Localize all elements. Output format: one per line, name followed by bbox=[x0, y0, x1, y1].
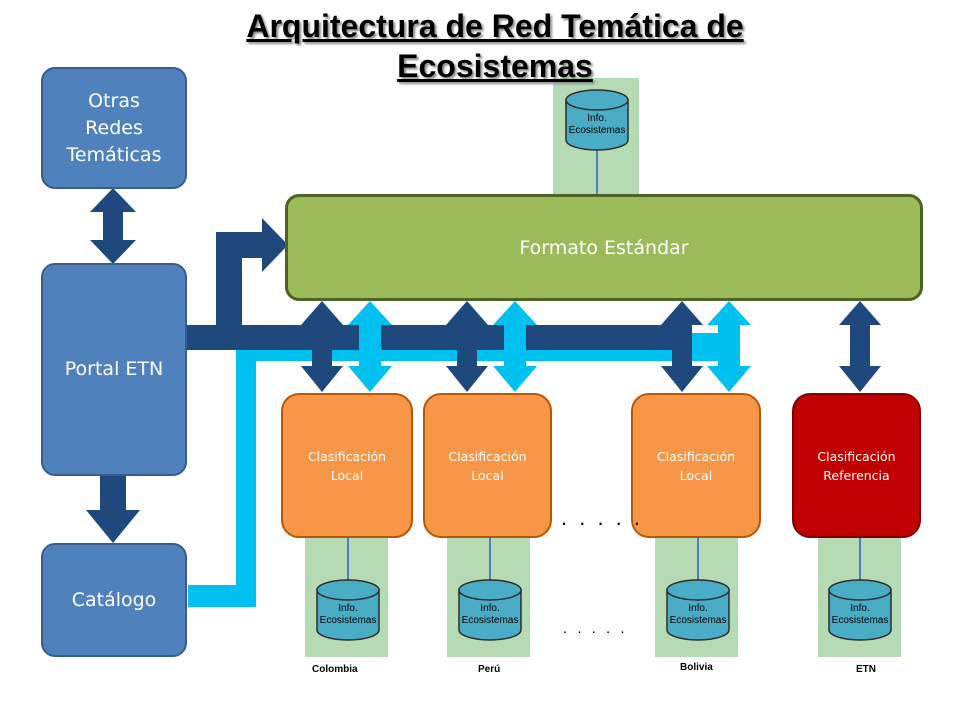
arrow-dark-peru bbox=[446, 301, 488, 392]
arrow-portal-catalogo bbox=[86, 476, 140, 543]
svg-text:Info.: Info. bbox=[587, 113, 606, 124]
svg-text:Ecosistemas: Ecosistemas bbox=[670, 615, 727, 626]
svg-text:Ecosistemas: Ecosistemas bbox=[462, 615, 519, 626]
catalogo-box: Catálogo bbox=[41, 543, 187, 657]
country-label-peru: Perú bbox=[478, 664, 501, 675]
svg-text:Ecosistemas: Ecosistemas bbox=[320, 615, 377, 626]
arrow-dark-colombia bbox=[301, 301, 343, 392]
diagram-title: Arquitectura de Red Temática de Ecosiste… bbox=[246, 8, 744, 84]
svg-text:Info.: Info. bbox=[480, 603, 499, 614]
formato-estandar-box: Formato Estándar bbox=[285, 194, 923, 301]
clasificacion-local-peru: Clasificación Local bbox=[423, 393, 552, 538]
svg-text:Ecosistemas: Ecosistemas bbox=[832, 615, 889, 626]
database-icon: Info. Ecosistemas bbox=[565, 89, 629, 151]
portal-etn-box: Portal ETN bbox=[41, 263, 187, 476]
clasificacion-referencia: Clasificación Referencia bbox=[792, 393, 921, 538]
svg-text:Info.: Info. bbox=[338, 603, 357, 614]
arrow-otras-portal bbox=[90, 188, 136, 264]
arrow-dark-bolivia bbox=[661, 301, 703, 392]
country-label-colombia: Colombia bbox=[312, 664, 358, 675]
arrow-dark-etn bbox=[839, 301, 881, 392]
ellipsis-middle: . . . . . bbox=[561, 505, 644, 530]
svg-text:Ecosistemas: Ecosistemas bbox=[569, 125, 626, 136]
arrow-light-bolivia bbox=[707, 301, 751, 392]
catalog-bus-light bbox=[188, 333, 720, 607]
database-icon: Info. Ecosistemas bbox=[828, 579, 892, 641]
ellipsis-bottom: . . . . . bbox=[563, 620, 628, 637]
database-icon: Info. Ecosistemas bbox=[458, 579, 522, 641]
portal-bus-dark bbox=[186, 218, 686, 350]
arrow-light-peru bbox=[493, 301, 537, 392]
clasificacion-local-bolivia: Clasificación Local bbox=[631, 393, 761, 538]
clasificacion-local-colombia: Clasificación Local bbox=[281, 393, 413, 538]
otras-redes-box: Otras Redes Temáticas bbox=[41, 67, 187, 189]
country-label-bolivia: Bolivia bbox=[680, 662, 713, 673]
arrow-light-colombia bbox=[348, 301, 392, 392]
database-icon: Info. Ecosistemas bbox=[666, 579, 730, 641]
svg-text:Info.: Info. bbox=[850, 603, 869, 614]
country-label-etn: ETN bbox=[856, 664, 876, 675]
database-icon: Info. Ecosistemas bbox=[316, 579, 380, 641]
svg-text:Info.: Info. bbox=[688, 603, 707, 614]
